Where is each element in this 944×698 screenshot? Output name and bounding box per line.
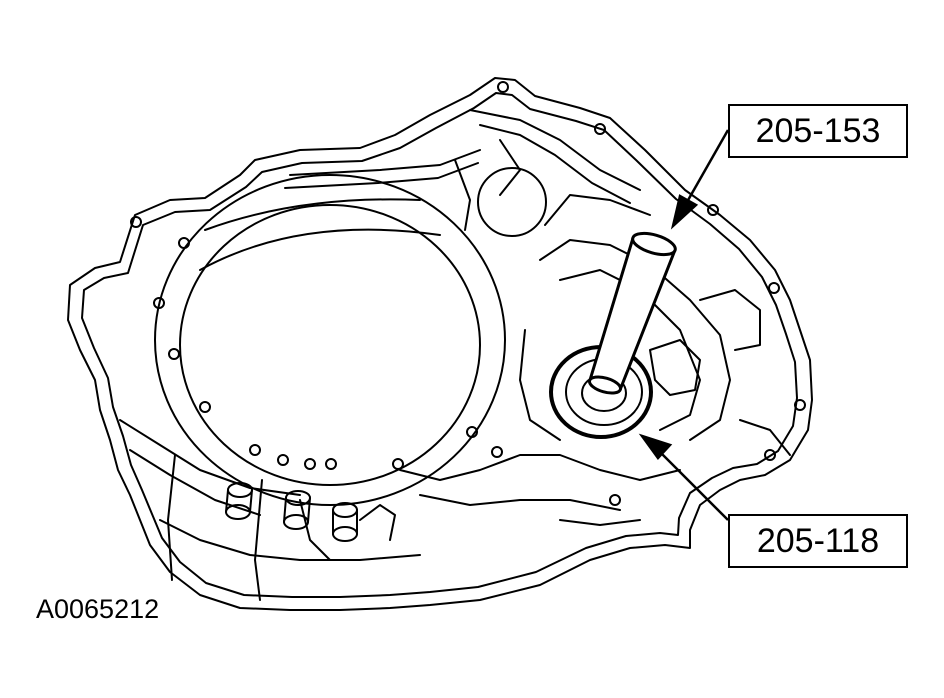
leader-lines [638,129,730,521]
port-stub-3 [332,502,358,542]
port-stub-1 [225,482,253,520]
bolt-holes [130,81,806,506]
handle-rod [587,231,677,395]
main-bore-outer [154,174,506,506]
upper-port [477,167,547,237]
callout-text-bottom: 205-118 [756,521,880,560]
callout-label-bottom: 205-118 [728,514,908,568]
callout-text-top: 205-153 [755,111,881,150]
arrowhead-bottom [638,433,673,460]
callout-label-top: 205-153 [728,104,908,158]
housing-outer-outline [67,77,813,611]
figure-id: A0065212 [36,594,160,624]
main-bore-inner [179,204,481,486]
arrowhead-top [670,194,699,230]
bore-inner-ledge [199,228,441,271]
housing-inner-outline [81,92,798,598]
port-stub-2 [283,490,311,530]
